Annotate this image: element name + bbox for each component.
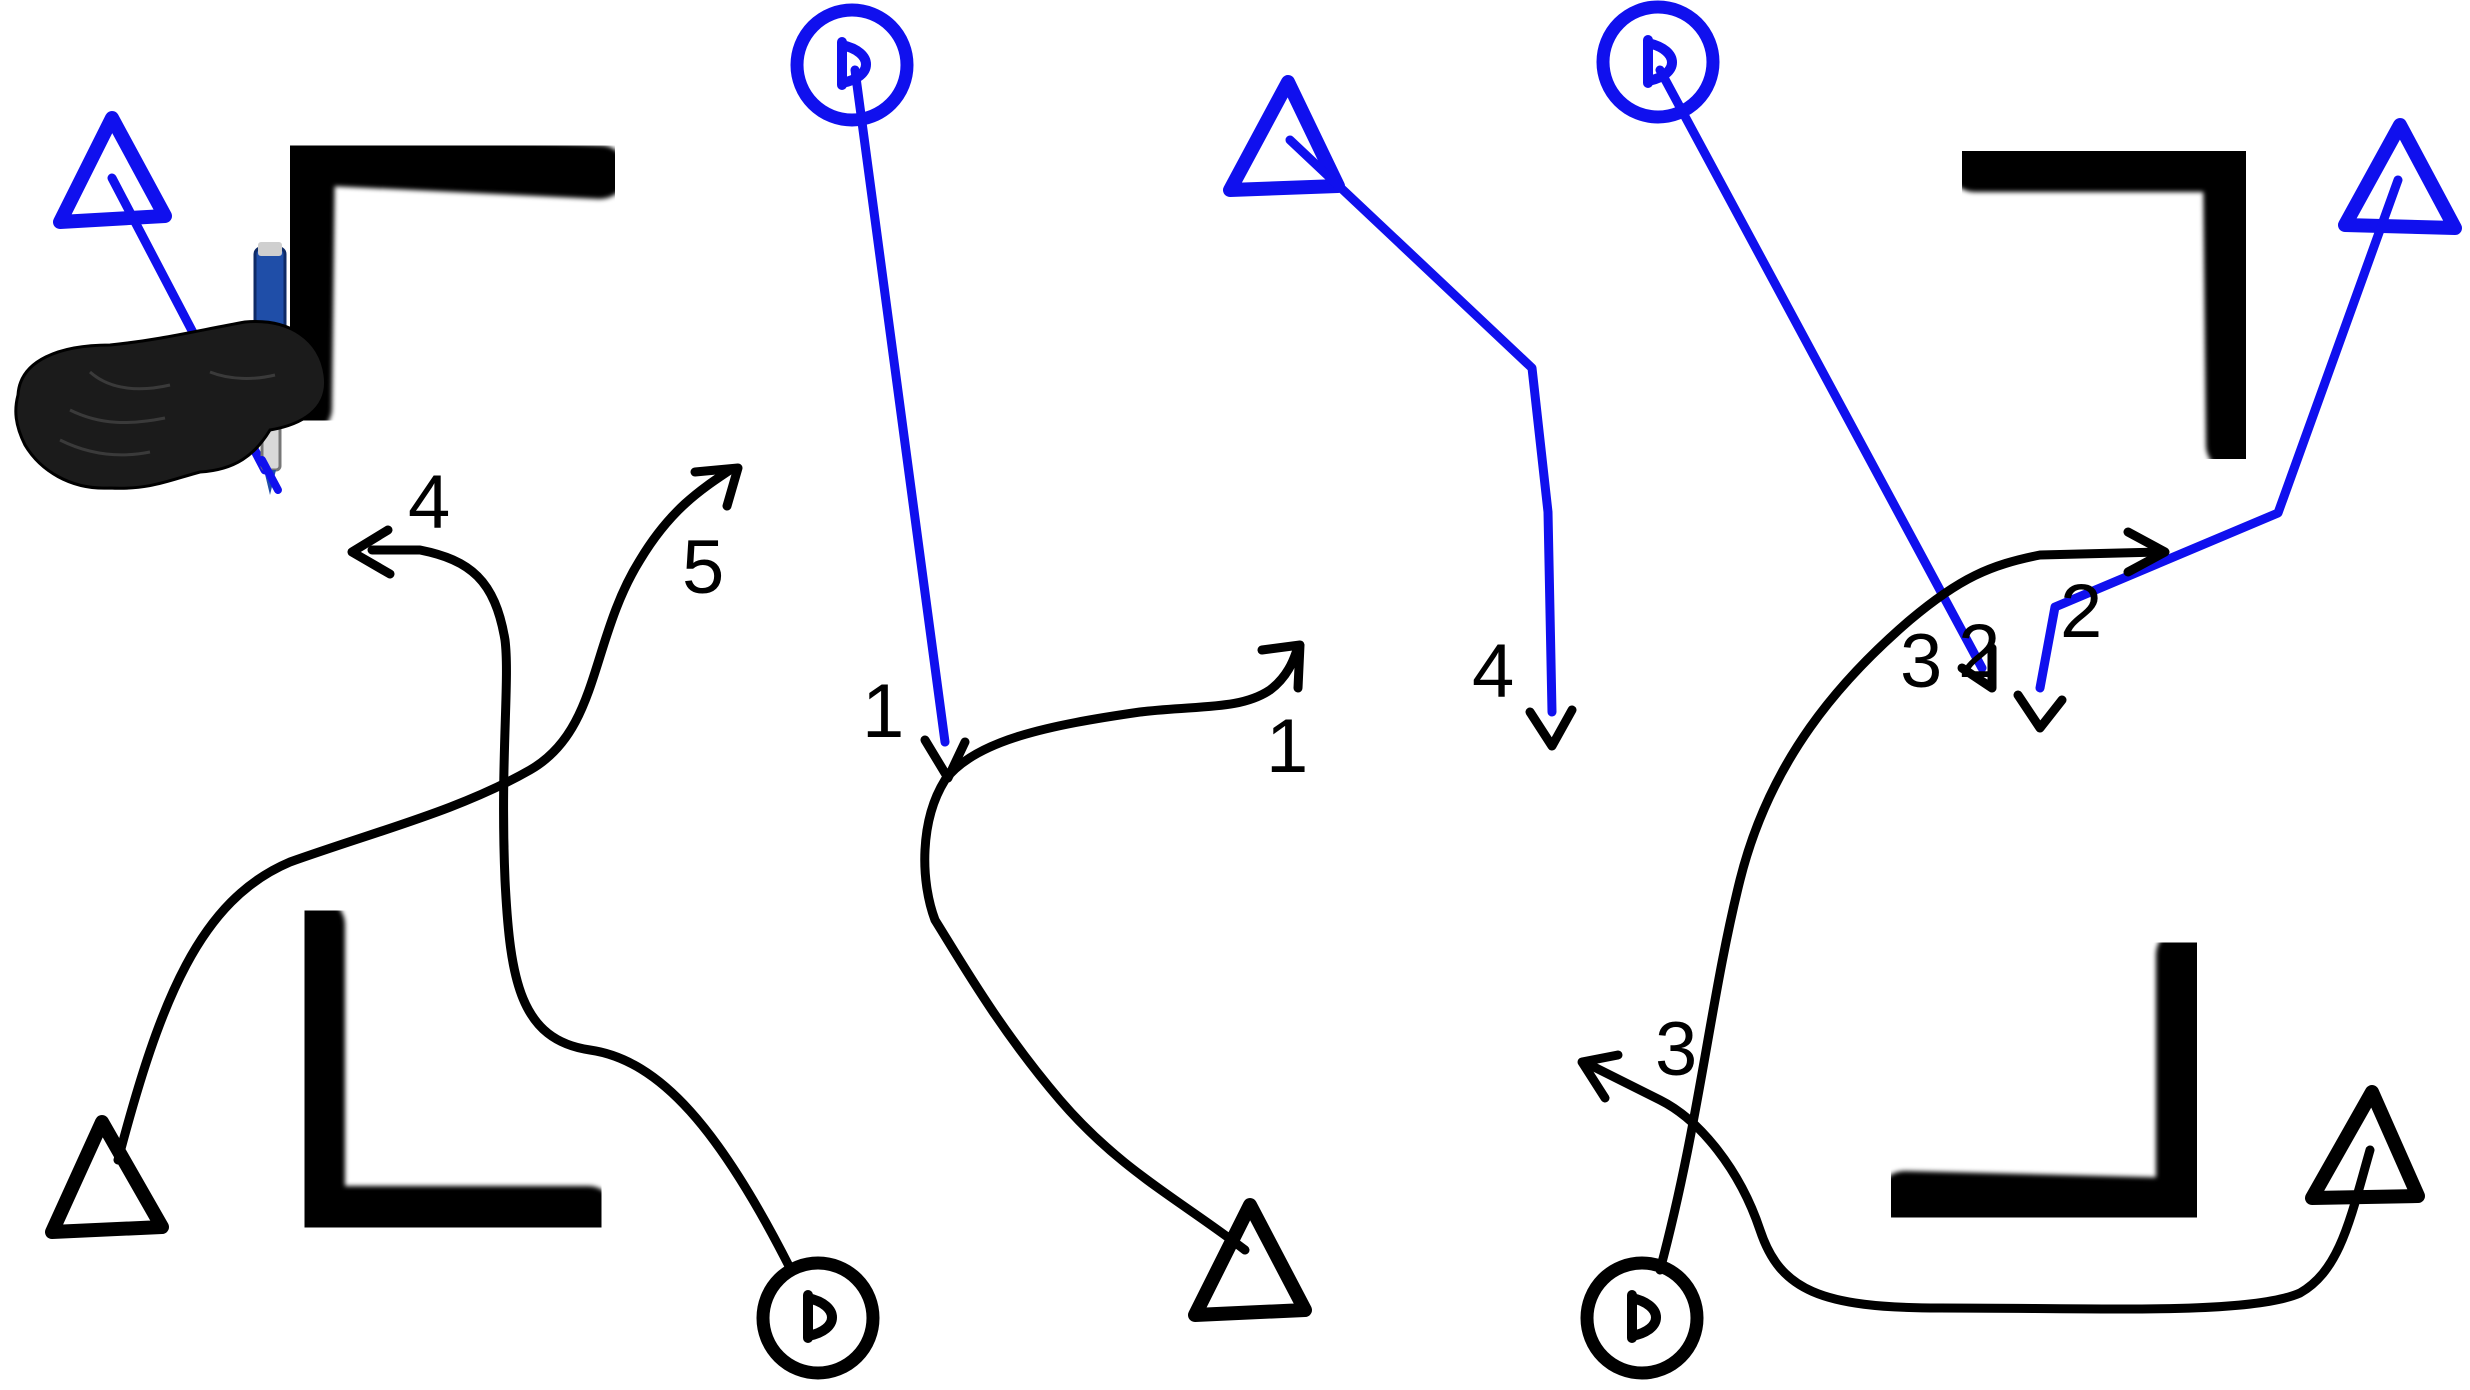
run-path-5	[113, 465, 735, 1165]
run-label-5: 5	[682, 525, 724, 610]
arrow-head	[2123, 527, 2170, 577]
wall-top-bracket	[1948, 138, 2260, 472]
arrow-head	[1257, 640, 1305, 693]
arrow-head	[347, 525, 395, 579]
ball-mark-icon	[837, 37, 871, 90]
run-path-1	[920, 645, 1302, 1255]
cut-label-3: 3	[1900, 619, 1942, 704]
panel-right: 3 2 2 3	[1577, 0, 2470, 1380]
blue-run-path-4	[1285, 135, 1557, 717]
panel-left: 4 5	[0, 111, 880, 1380]
panel-middle: 1 4 1	[790, 3, 1577, 1322]
wall-bottom-bracket	[1878, 928, 2210, 1232]
arrow-head	[2013, 690, 2067, 733]
triangle-icon	[53, 111, 172, 229]
arrow-head	[1577, 1050, 1623, 1103]
arrow-head	[690, 463, 743, 511]
arrow-head	[1957, 643, 1997, 693]
ball-circle-icon	[756, 1256, 880, 1380]
pass-label-2: 2	[1958, 609, 2000, 694]
blue-pass-path-2	[1655, 65, 1987, 673]
ball-mark-icon	[1643, 35, 1677, 88]
ball-circle-icon	[790, 3, 914, 127]
run-label-3: 3	[1655, 1007, 1697, 1092]
run-label-1: 1	[1266, 704, 1308, 789]
ball-circle-icon	[1580, 1256, 1704, 1380]
gloved-hand-marker-icon	[14, 242, 327, 495]
triangle-icon	[1223, 75, 1345, 197]
triangle-icon	[2338, 118, 2462, 235]
run-label-4: 4	[408, 460, 450, 545]
ball-circle-icon	[1596, 0, 1720, 124]
triangle-icon	[2305, 1085, 2425, 1205]
wall-bottom-bracket	[291, 898, 615, 1240]
run-label-4: 4	[1472, 629, 1514, 714]
triangle-icon	[45, 1115, 169, 1239]
run-path-3-dribble	[1655, 547, 2165, 1275]
blue-run-path-2	[2035, 175, 2403, 693]
arrow-head	[1525, 705, 1577, 751]
run-label-2: 2	[2060, 569, 2102, 654]
ball-mark-icon	[803, 1290, 837, 1343]
ball-mark-icon	[1627, 1290, 1661, 1343]
pass-label-1: 1	[862, 669, 904, 754]
run-path-4	[367, 545, 795, 1273]
triangle-icon	[1188, 1198, 1312, 1322]
run-path-3	[1585, 1060, 2375, 1314]
wall-top-bracket	[278, 131, 627, 435]
blue-pass-path-1	[850, 65, 950, 747]
arrow-head	[920, 735, 970, 783]
